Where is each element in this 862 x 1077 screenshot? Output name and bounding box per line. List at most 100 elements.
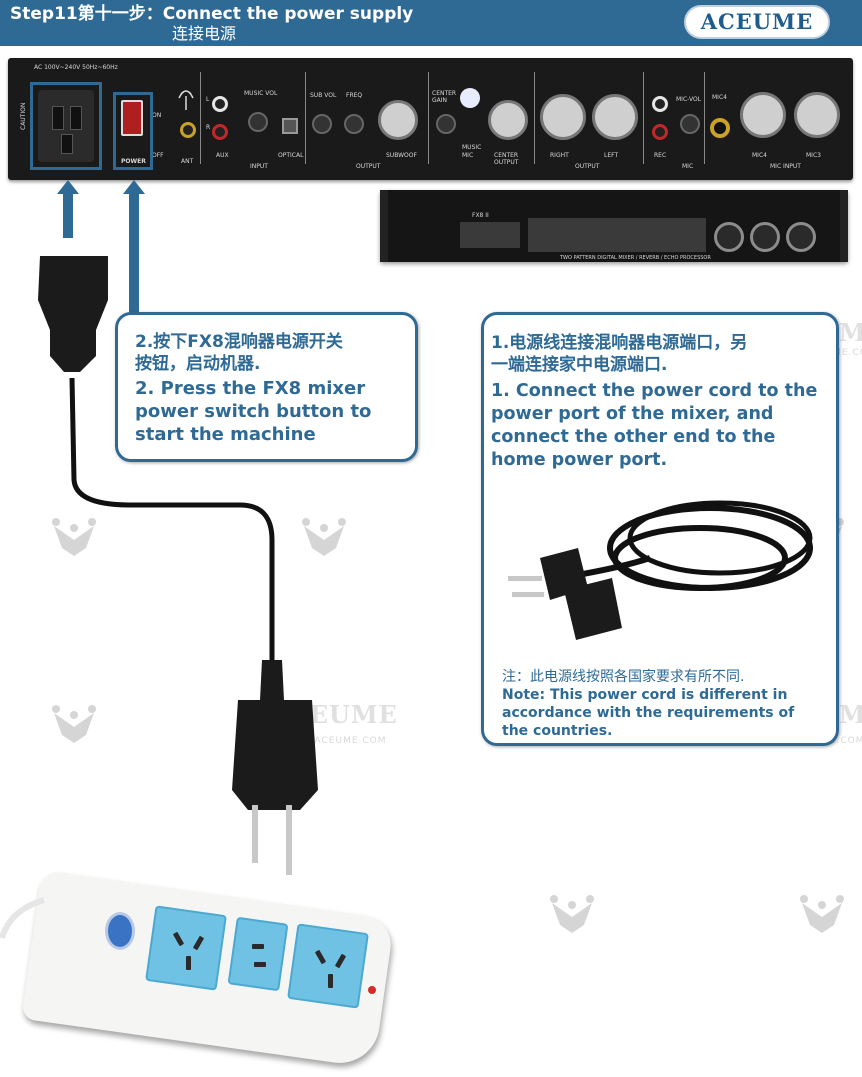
step1-en-line1: 1. Connect the power cord to the	[491, 381, 818, 401]
power-strip-switch[interactable]	[105, 912, 135, 950]
watermark-mark-icon	[800, 895, 844, 933]
step2-en-line1: 2. Press the FX8 mixer	[135, 378, 366, 399]
center-gain-label: CENTER GAIN	[432, 90, 457, 104]
antenna-jack[interactable]	[180, 122, 196, 138]
mic4-label: MIC4	[752, 152, 767, 159]
power-cord-photo	[508, 500, 813, 640]
aux-l-label: L	[206, 96, 210, 103]
step-title: Step11第十一步：Connect the power supply	[10, 4, 414, 24]
rec-label: REC	[654, 152, 667, 159]
watermark-mark-icon	[52, 705, 96, 743]
optical-port[interactable]	[282, 118, 298, 134]
watermark-mark-icon	[302, 518, 346, 556]
voltage-rating: AC 100V~240V 50Hz~60Hz	[34, 64, 118, 71]
power-outlet[interactable]	[145, 905, 227, 991]
panel-divider	[305, 72, 306, 164]
sub-vol-label: SUB VOL	[310, 92, 337, 99]
right-output-xlr-jack[interactable]	[540, 94, 586, 140]
aux-left-jack[interactable]	[212, 96, 228, 112]
inlet-pin	[52, 106, 64, 130]
step1-en-line3: connect the other end to the	[491, 427, 776, 447]
right-label: RIGHT	[550, 152, 569, 159]
callout-step2	[115, 312, 418, 462]
mic3-label: MIC3	[806, 152, 821, 159]
rack-ear	[840, 190, 848, 262]
arrow-shaft	[129, 194, 139, 320]
center-gain-knob[interactable]	[436, 114, 456, 134]
panel-divider	[643, 72, 644, 164]
music-vol-knob[interactable]	[248, 112, 268, 132]
front-knob[interactable]	[714, 222, 744, 252]
indicator-light	[460, 88, 480, 108]
aux-r-label: R	[206, 124, 211, 131]
arrow-shaft	[63, 194, 73, 238]
watermark-logo: ACEUME	[270, 700, 398, 729]
freq-knob[interactable]	[344, 114, 364, 134]
watermark-mark-icon	[550, 895, 594, 933]
rec-left-jack[interactable]	[652, 96, 668, 112]
subwoof-label: SUBWOOF	[386, 152, 417, 159]
subwoof-xlr-jack[interactable]	[378, 100, 418, 140]
step1-en-line2: power port of the mixer, and	[491, 404, 774, 424]
strip-cord	[0, 897, 45, 939]
front-knob[interactable]	[786, 222, 816, 252]
note-en-line2: accordance with the requirements of	[502, 705, 795, 721]
panel-divider	[534, 72, 535, 164]
note-en-line1: Note: This power cord is different in	[502, 687, 788, 703]
note-en-line3: the countries.	[502, 723, 613, 739]
rec-right-jack[interactable]	[652, 124, 668, 140]
mic4-jack[interactable]	[710, 118, 730, 138]
brand-logo: ACEUME	[684, 5, 830, 39]
panel-divider	[428, 72, 429, 164]
step1-en-line4: home power port.	[491, 450, 668, 470]
up-arrow-icon	[57, 180, 79, 194]
step-subtitle: 连接电源	[172, 24, 237, 43]
step1-cn-line2: 一端连接家中电源端口.	[491, 355, 668, 375]
music-switch-label: MUSIC	[462, 144, 482, 151]
power-label: POWER	[121, 158, 146, 165]
sub-vol-knob[interactable]	[312, 114, 332, 134]
front-model: FX8 II	[472, 212, 489, 219]
panel-divider	[704, 72, 705, 164]
mic-input-label: MIC INPUT	[770, 163, 801, 170]
aux-label: AUX	[216, 152, 229, 159]
inlet-pin	[61, 134, 73, 154]
power-outlet[interactable]	[287, 923, 369, 1009]
mic-switch-label: MIC	[462, 152, 474, 159]
power-rocker-switch[interactable]	[121, 100, 143, 136]
mic4-xlr-jack[interactable]	[740, 92, 786, 138]
front-knob[interactable]	[750, 222, 780, 252]
note-cn: 注：此电源线按照各国家要求有所不同.	[502, 669, 745, 685]
optical-label: OPTICAL	[278, 152, 304, 159]
step2-cn-line2: 按钮，启动机器.	[135, 354, 261, 374]
step2-en-line3: start the machine	[135, 424, 316, 445]
power-on-label: ON	[152, 112, 162, 119]
step2-en-line2: power switch button to	[135, 401, 372, 422]
output-label: OUTPUT	[356, 163, 381, 170]
output-label-2: OUTPUT	[575, 163, 600, 170]
mic3-xlr-jack[interactable]	[794, 92, 840, 138]
rack-ear	[380, 190, 388, 262]
step2-cn-line1: 2.按下FX8混响器电源开关	[135, 332, 343, 352]
panel-divider	[200, 72, 201, 164]
left-output-xlr-jack[interactable]	[592, 94, 638, 140]
mic-vol-knob[interactable]	[680, 114, 700, 134]
power-switch-highlight	[113, 92, 153, 170]
input-label: INPUT	[250, 163, 268, 170]
outlet-slot	[328, 974, 333, 988]
left-label: LEFT	[604, 152, 619, 159]
center-output-label: CENTER OUTPUT	[494, 152, 519, 166]
center-output-xlr-jack[interactable]	[488, 100, 528, 140]
mic-label: MIC	[682, 163, 694, 170]
freq-label: FREQ	[346, 92, 363, 99]
level-meter	[460, 222, 520, 248]
front-description: TWO PATTERN DIGITAL MIXER / REVERB / ECH…	[560, 255, 711, 261]
mixer-back-panel	[8, 58, 853, 180]
antenna-icon	[178, 90, 194, 110]
music-vol-label: MUSIC VOL	[244, 90, 278, 97]
inlet-pin	[70, 106, 82, 130]
watermark-mark-icon	[52, 518, 96, 556]
power-off-label: OFF	[152, 152, 164, 159]
power-outlet[interactable]	[227, 916, 289, 992]
aux-right-jack[interactable]	[212, 124, 228, 140]
